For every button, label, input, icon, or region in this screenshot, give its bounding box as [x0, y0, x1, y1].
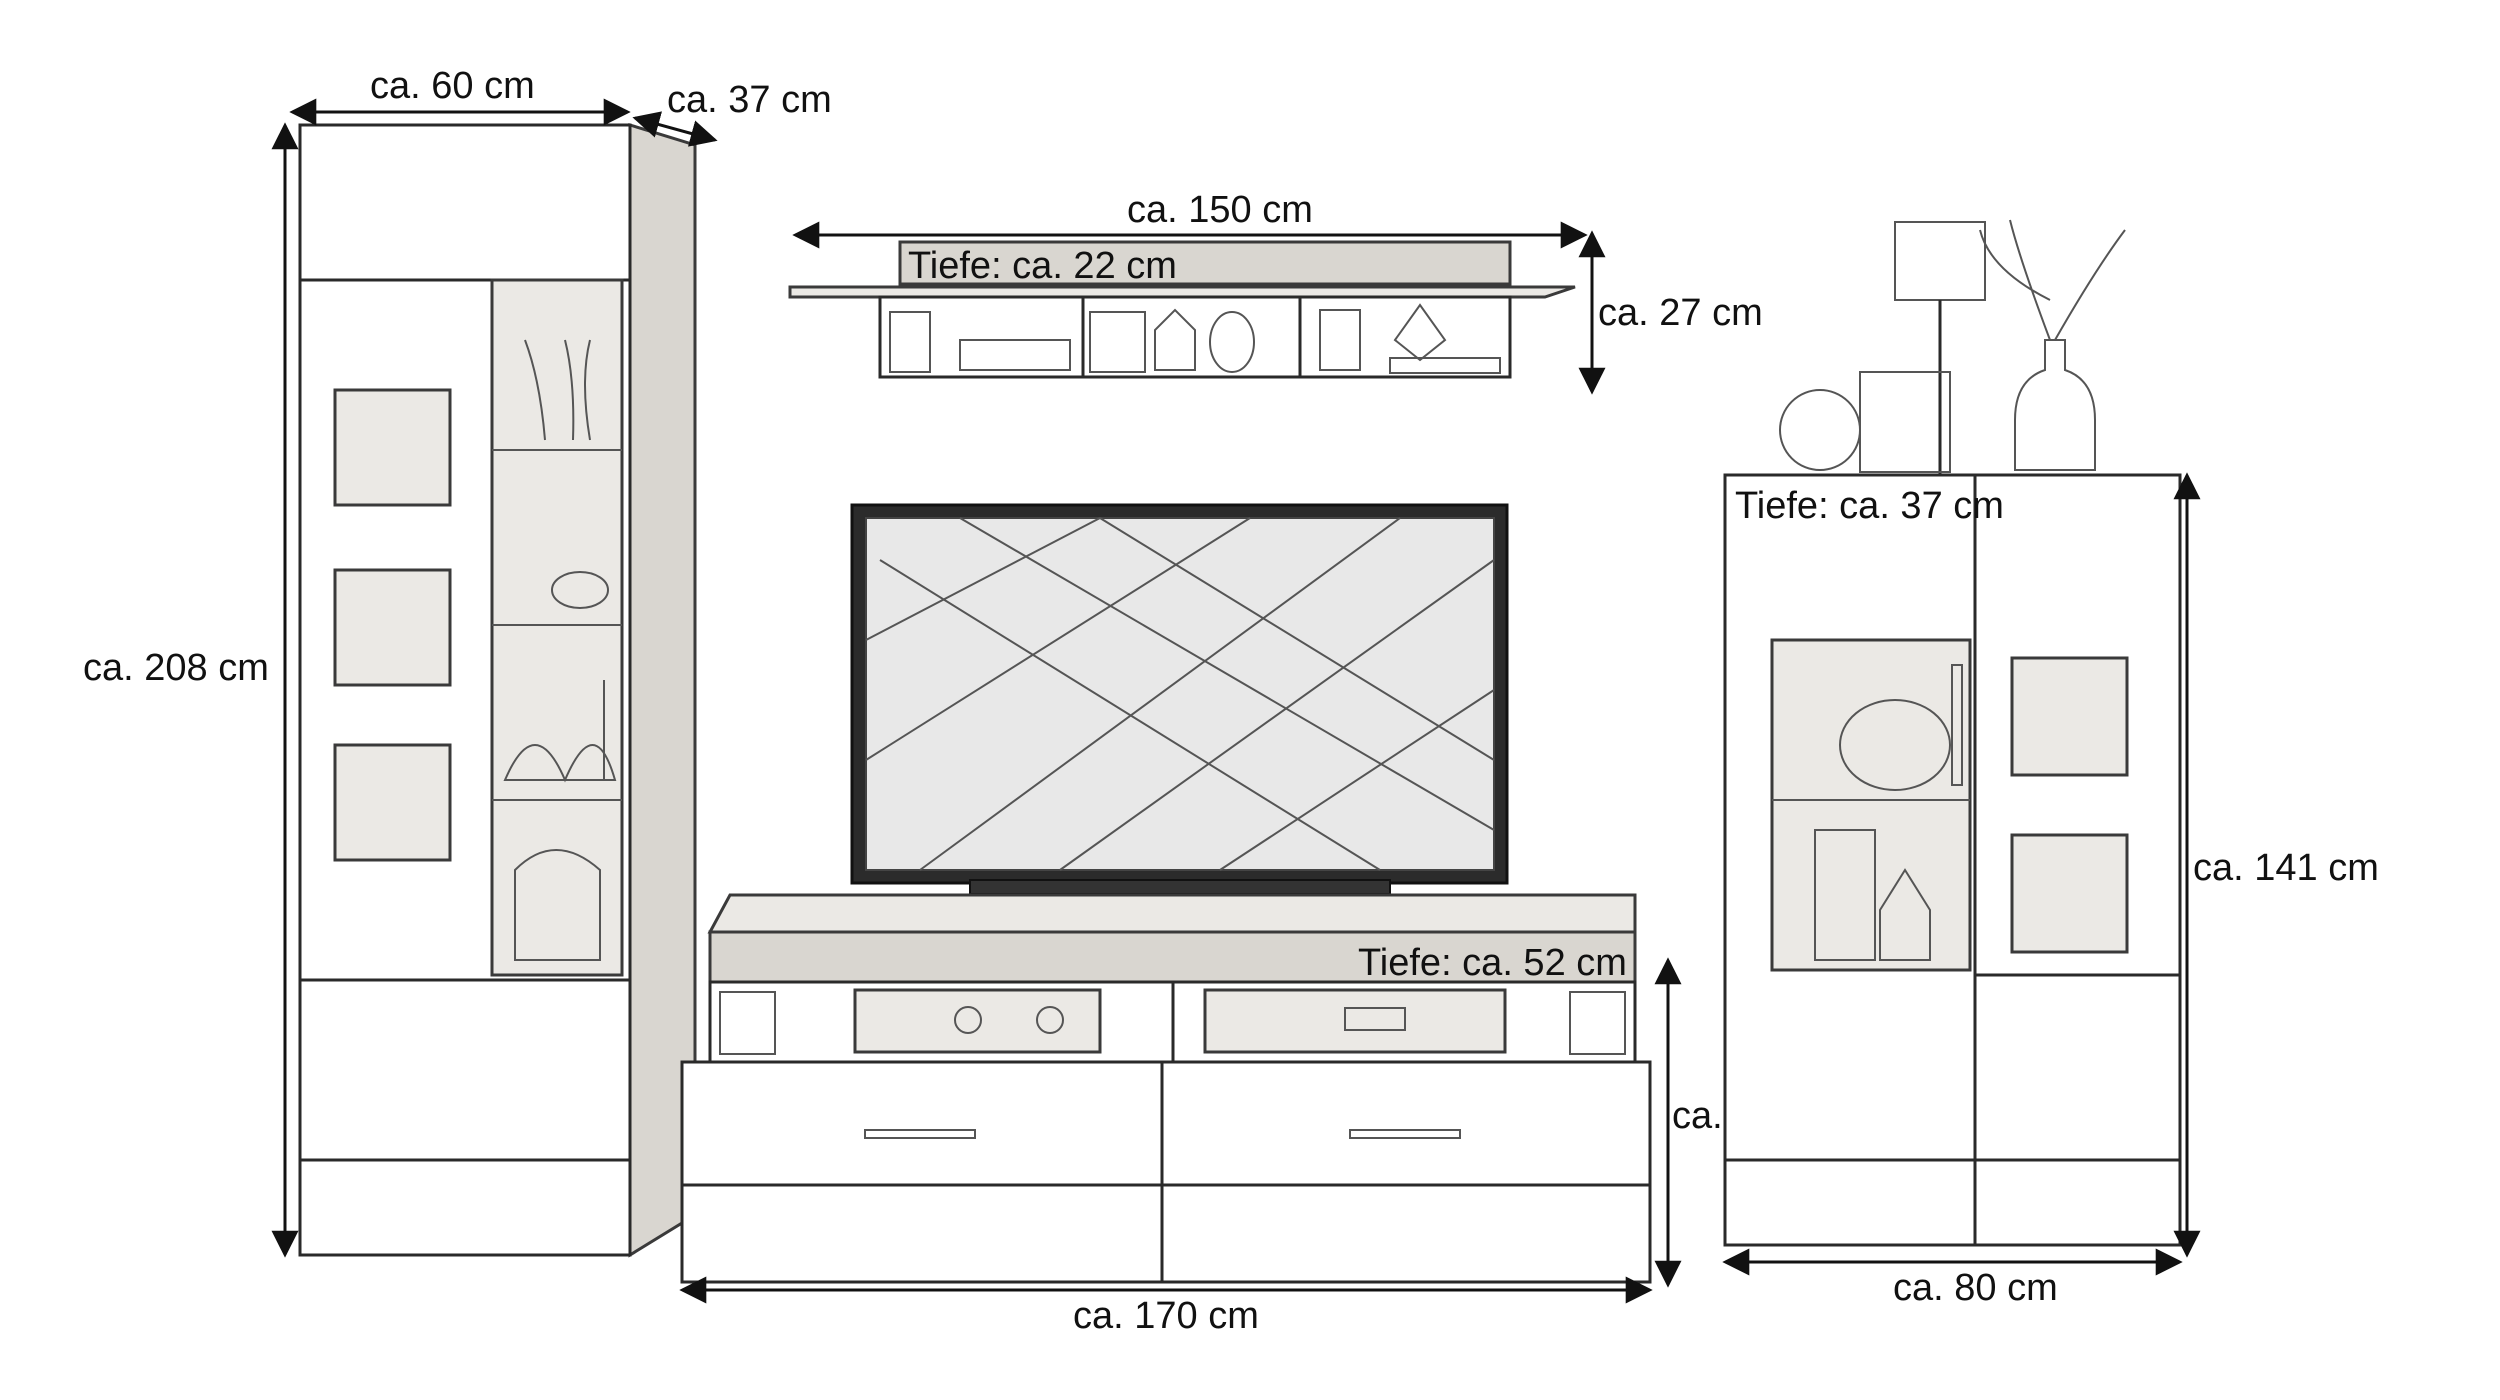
television	[850, 503, 1509, 895]
tvboard-depth-label: Tiefe: ca. 52 cm	[1358, 942, 1627, 984]
highboard-depth-label: ca. 37 cm	[667, 79, 832, 121]
highboard-height-label: ca. 208 cm	[83, 647, 269, 689]
shelf-width-label: ca. 150 cm	[1127, 189, 1313, 231]
highboard-left	[298, 122, 697, 1258]
tv-board	[680, 893, 1652, 1284]
cabinet-depth-label: Tiefe: ca. 37 cm	[1735, 485, 2004, 527]
cabinet-width-label: ca. 80 cm	[1893, 1267, 2058, 1309]
highboard-width-label: ca. 60 cm	[370, 65, 535, 107]
cabinet-height-label: ca. 141 cm	[2193, 847, 2379, 889]
cabinet-right	[1723, 219, 2182, 1247]
tvboard-width-label: ca. 170 cm	[1073, 1295, 1259, 1337]
shelf-depth-label: Tiefe: ca. 22 cm	[908, 245, 1177, 287]
shelf-height-label: ca. 27 cm	[1598, 292, 1763, 334]
wall-shelf	[788, 240, 1576, 379]
